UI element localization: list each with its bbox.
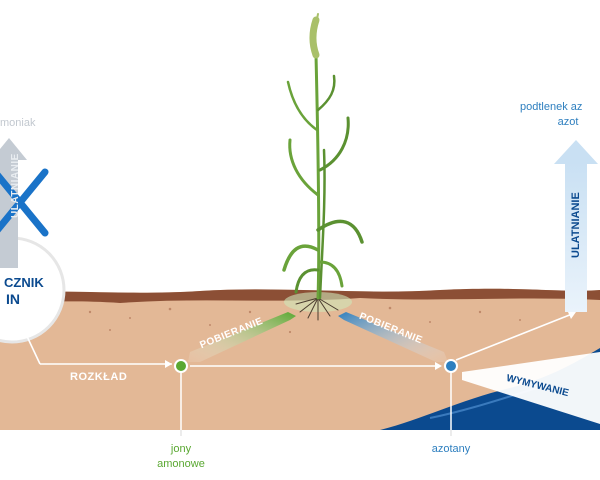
- groundwater: [380, 348, 600, 430]
- bottom-background: [0, 430, 600, 480]
- n2o-volatilization-arrow: [554, 140, 598, 312]
- n2o-volatilization-label: ULATNIANIE: [570, 192, 582, 258]
- leaching-arrow: [462, 352, 600, 424]
- ammonium-node: [174, 359, 188, 373]
- product-name-line2: IN: [6, 291, 20, 307]
- ammonium-label-line2: amonowe: [157, 458, 205, 470]
- uptake-arrow-green: [188, 312, 296, 362]
- ammonium-label-line1: jony: [170, 443, 192, 455]
- nitrification-path: [190, 362, 442, 370]
- uptake-arrow-blue: [338, 312, 448, 362]
- wheat-plant: [282, 13, 364, 321]
- nitrate-label: azotany: [431, 443, 471, 455]
- decomposition-path: [23, 329, 172, 368]
- ammonia-volatilization-label: ULATNIANIE: [10, 153, 21, 218]
- product-name-line1: CZNIK: [4, 275, 44, 290]
- blocked-cross-icon: [0, 168, 49, 237]
- nitrous-oxide-label-line1: podtlenek az: [520, 101, 583, 113]
- nitrous-oxide-label-line2: azot: [557, 116, 579, 128]
- ammonia-label: moniak: [0, 117, 36, 129]
- label-pointers: [180, 366, 452, 430]
- decomposition-label: ROZKŁAD: [70, 371, 128, 383]
- nitrate-node: [444, 359, 458, 373]
- denitrification-path: [455, 312, 576, 361]
